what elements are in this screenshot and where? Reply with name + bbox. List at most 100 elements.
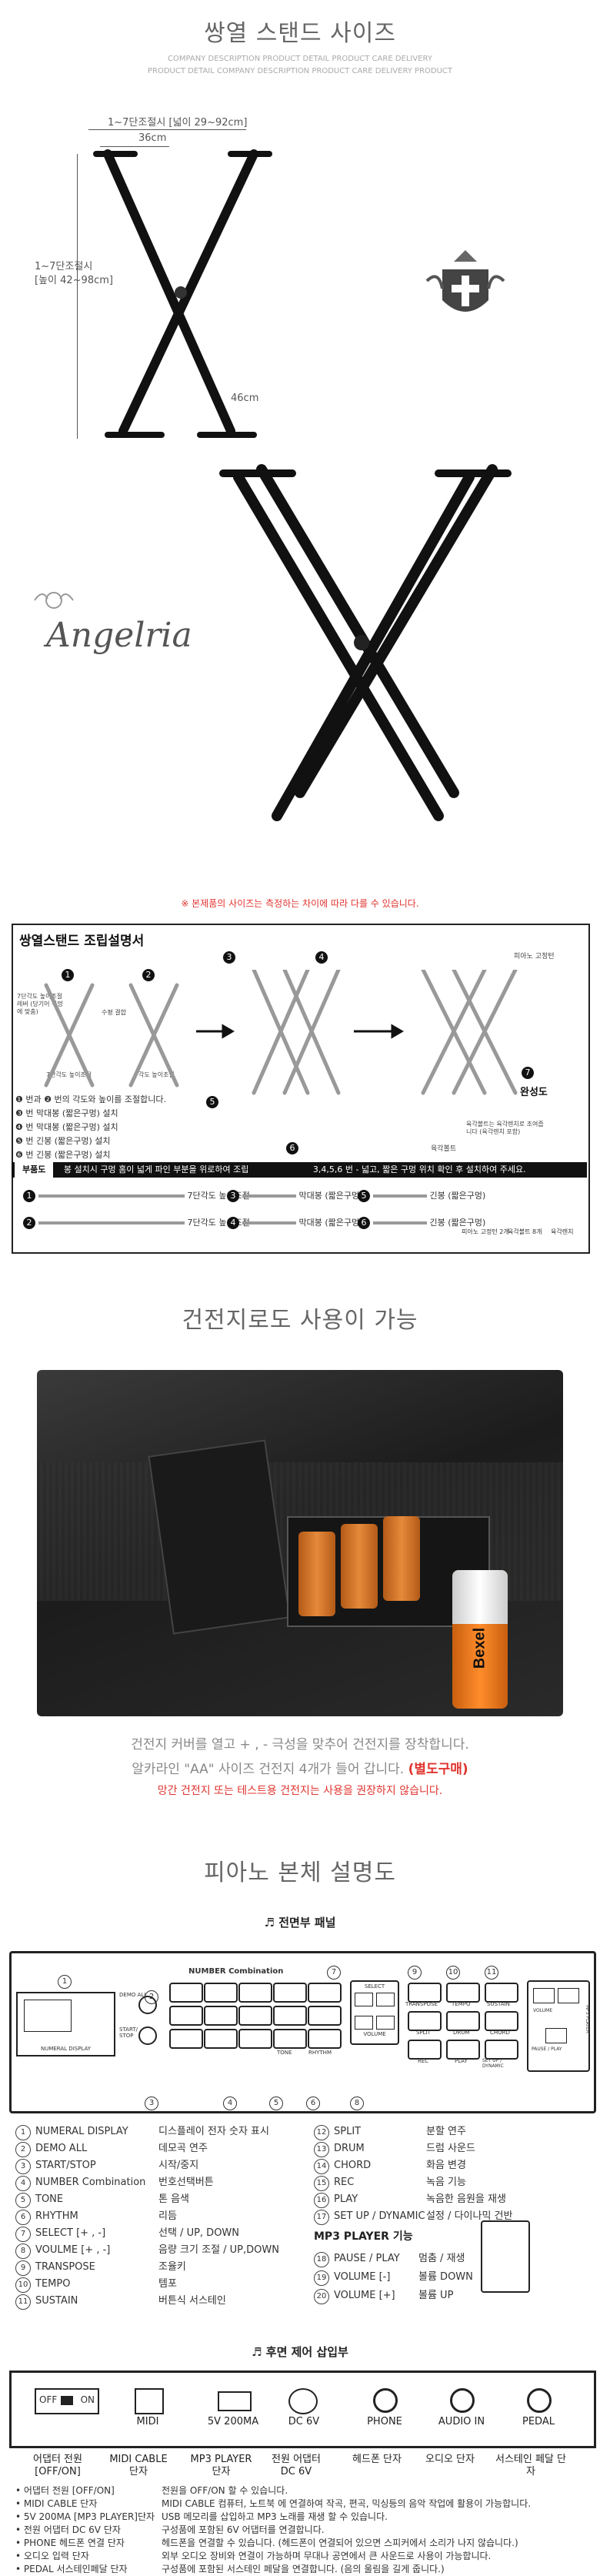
feature-desc: 조율키 — [158, 2261, 186, 2273]
demo-all-label: DEMO ALL — [119, 1992, 148, 1998]
number-button[interactable] — [238, 1983, 272, 2003]
step-6-badge: 6 — [286, 1139, 302, 1154]
chord-button[interactable] — [485, 2011, 518, 2031]
rear-note-desc: USB 메모리를 삽입하고 MP3 노래를 재생 할 수 있습니다. — [162, 2511, 388, 2522]
part-4: 4 막대봉 (짧은구멍) — [227, 1216, 362, 1229]
feature-desc: 화음 변경 — [426, 2160, 466, 2171]
number-button[interactable] — [204, 2006, 238, 2026]
setup-button[interactable] — [485, 2040, 518, 2060]
angel-icon — [34, 592, 74, 609]
power-switch[interactable]: OFF ON — [35, 2388, 99, 2414]
feature-name: DRUM — [334, 2143, 365, 2154]
rec-button[interactable] — [408, 2040, 442, 2060]
feature-desc: 리듬 — [158, 2210, 177, 2222]
knob-note: 피아노 고정턴 — [514, 953, 555, 961]
rear-note-desc: 구성품에 포함된 6V 어댑터를 연결합니다. — [162, 2524, 325, 2535]
number-button[interactable] — [169, 1983, 203, 2003]
feature-desc: 분할 연주 — [426, 2126, 466, 2137]
pedal-jack[interactable] — [527, 2388, 552, 2413]
feature-name: NUMERAL DISPLAY — [35, 2126, 128, 2137]
callout-2: 2 — [145, 1987, 158, 2004]
drum-button[interactable] — [446, 2011, 480, 2031]
midi-port[interactable] — [135, 2388, 164, 2414]
split-button[interactable] — [408, 2011, 442, 2031]
feature-desc: 볼륨 UP — [418, 2290, 454, 2301]
tempo-button[interactable] — [446, 1983, 480, 2003]
feature-number: 6 — [15, 2210, 31, 2225]
number-button[interactable] — [204, 2029, 238, 2049]
width-dim-line — [88, 129, 246, 130]
part-1: 1 7단각도 높이조절 — [23, 1189, 250, 1202]
parts-bar: 부품도 봉 설치시 구멍 홈이 넓게 파인 부분을 위로하여 조립 3,4,5,… — [12, 1162, 587, 1178]
bolt-note: 육각볼트는 육각렌치로 조여줍니다 (육각렌치 포함) — [466, 1121, 544, 1135]
top-width-label: 36cm — [138, 132, 167, 144]
battery-compartment-photo: Bexel — [37, 1370, 563, 1716]
audio-in-jack[interactable] — [450, 2388, 475, 2413]
rhythm-button[interactable] — [308, 2029, 342, 2049]
feature-number: 12 — [314, 2125, 329, 2140]
number-button[interactable] — [169, 2029, 203, 2049]
audio-in-label: AUDIO IN — [438, 2416, 485, 2427]
rear-caption-pedal: 서스테인 페달 단자 — [495, 2454, 566, 2477]
sustain-button[interactable] — [485, 1983, 518, 2003]
parts-title: 부품도 — [15, 1162, 54, 1178]
front-panel-diagram: NUMERAL DISPLAY DEMO ALL START/ STOP NUM… — [9, 1951, 596, 2113]
rear-note-name: • 오디오 입력 단자 — [15, 2551, 89, 2561]
transpose-button[interactable] — [408, 1983, 442, 2003]
rear-note-desc: 구성품에 포함된 서스테인 페달을 연결합니다. (음의 울림을 길게 줍니다.… — [162, 2564, 445, 2574]
phone-label: PHONE — [367, 2416, 402, 2427]
callout-6: 6 — [306, 2093, 320, 2110]
number-button[interactable] — [204, 1983, 238, 2003]
feature-number: 2 — [15, 2142, 31, 2157]
number-button[interactable] — [273, 2006, 307, 2026]
sustain-label: SUSTAIN — [487, 2001, 510, 2007]
battery-line-1: 건전지 커버를 열고 + , - 극성을 맞추어 건전지를 장착합니다. — [131, 1737, 469, 1752]
number-button[interactable] — [169, 2006, 203, 2026]
feature-desc: 멈춤 / 재생 — [418, 2253, 465, 2264]
feature-row: 12 SPLIT 분할 연주 — [314, 2124, 466, 2140]
feature-desc: 음량 크기 조절 / UP,DOWN — [158, 2244, 279, 2256]
battery-cell — [298, 1532, 335, 1616]
part-5: 5 긴봉 (짧은구멍) — [358, 1189, 485, 1202]
dc-port[interactable] — [288, 2388, 318, 2414]
feature-desc: 녹음한 음원을 재생 — [426, 2193, 506, 2205]
angelria-logo-text: Angelria — [46, 616, 192, 655]
number-button[interactable] — [238, 2006, 272, 2026]
number-button[interactable] — [273, 1983, 307, 2003]
number-button[interactable] — [238, 2029, 272, 2049]
legend-4: ❺ 번 긴봉 (짧은구멍) 설치 — [15, 1136, 111, 1146]
feature-name: NUMBER Combination — [35, 2177, 146, 2188]
feature-name: SPLIT — [334, 2126, 362, 2137]
battery-aa: Bexel — [452, 1570, 508, 1709]
rec-label: REC — [418, 2058, 429, 2064]
number-button[interactable] — [308, 1983, 342, 2003]
mp3-title: MP3 PLAYER 기능 — [314, 2230, 413, 2243]
tone-button[interactable] — [273, 2029, 307, 2049]
feature-desc: 데모곡 연주 — [158, 2143, 208, 2154]
number-button[interactable] — [308, 2006, 342, 2026]
play-button[interactable] — [446, 2040, 480, 2060]
phone-jack[interactable] — [373, 2388, 398, 2413]
drum-label: DRUM — [453, 2030, 470, 2036]
transpose-label: TRANSPOSE — [405, 2001, 438, 2007]
step-note-angle-1: 7단각도 높이조절 — [46, 1071, 92, 1078]
usb-port[interactable] — [218, 2391, 252, 2411]
feature-name: VOLUME [-] — [334, 2271, 391, 2283]
chord-label: CHORD — [490, 2030, 510, 2036]
feature-desc: 드럼 사운드 — [426, 2143, 475, 2154]
step-7-badge: 7 — [522, 1064, 537, 1079]
feature-number: 8 — [15, 2244, 31, 2259]
panel-section-title: 피아노 본체 설명도 — [204, 1859, 396, 1886]
start-stop-button[interactable] — [138, 2026, 157, 2045]
feature-number: 4 — [15, 2176, 31, 2191]
